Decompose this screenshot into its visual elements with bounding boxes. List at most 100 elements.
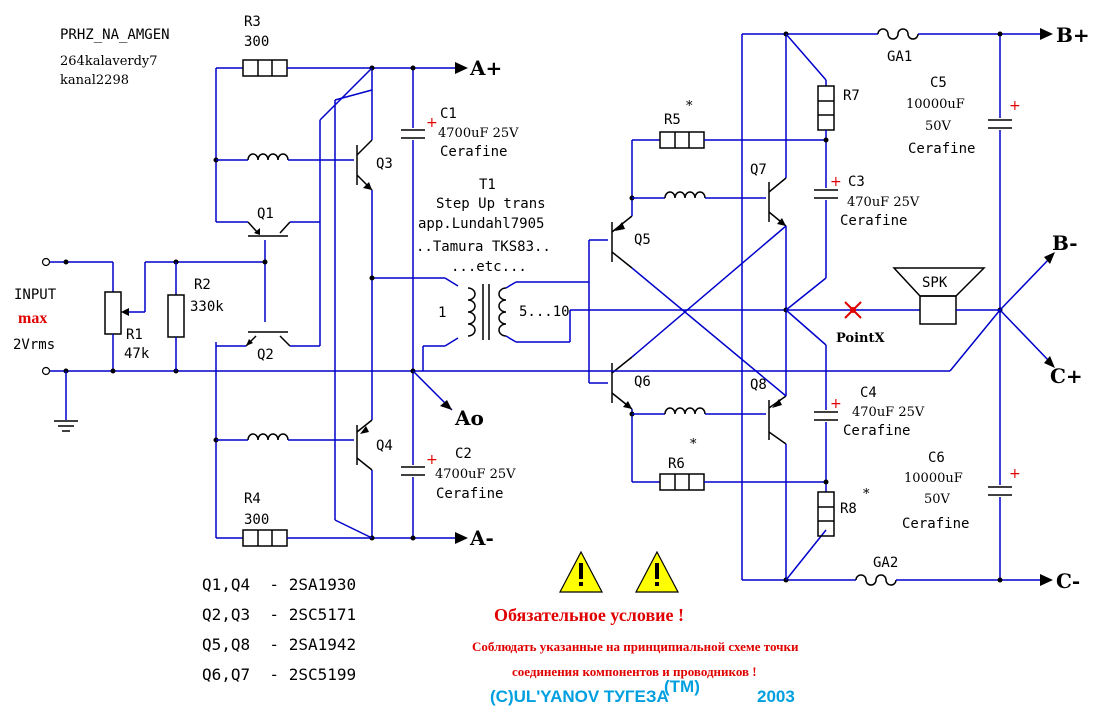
svg-text:+: + <box>426 452 438 468</box>
c1-brand: Cerafine <box>440 144 507 160</box>
pointx-marker <box>844 301 862 319</box>
warning-icon <box>635 550 679 593</box>
c6-voltage: 50V <box>924 492 951 507</box>
q5-label: Q5 <box>634 232 651 248</box>
c5-label: C5 <box>930 75 947 91</box>
c3-label: C3 <box>848 174 865 190</box>
c-minus-arrow <box>1040 574 1053 586</box>
c6-value: 10000uF <box>904 471 963 486</box>
transformer-line-2: app.Lundahl7905 <box>418 216 544 232</box>
r2-value: 330k <box>190 299 224 315</box>
q2-label: Q2 <box>257 347 274 363</box>
rail-a-plus: A+ <box>469 56 502 80</box>
input-max: max <box>18 310 47 327</box>
a-zero-arrow <box>440 400 452 410</box>
header-line-1: PRHZ_NA_AMGEN <box>60 27 170 43</box>
c3-brand: Cerafine <box>840 213 907 229</box>
svg-text:+: + <box>830 174 842 190</box>
input-terminal-hot <box>41 257 51 267</box>
r2-resistor-body <box>167 294 185 338</box>
q8-label: Q8 <box>750 377 767 393</box>
c4-label: C4 <box>860 385 877 401</box>
rail-b-minus: B- <box>1052 231 1078 255</box>
r3-value: 300 <box>244 34 269 50</box>
speaker-label: SPK <box>922 275 948 291</box>
warning-icon <box>559 550 603 593</box>
q4-base-inductor <box>247 433 289 441</box>
c2-label: C2 <box>455 446 472 462</box>
parts-list-item: Q2,Q3 - 2SC5171 <box>202 605 356 624</box>
r7-label: R7 <box>843 88 860 104</box>
input-section: INPUT max 2Vrms R1 47k R2 330k <box>13 257 415 432</box>
q7-base-inductor <box>664 191 706 199</box>
transformer-line-4: ...etc... <box>451 259 527 275</box>
copyright-tm: (TM) <box>664 677 700 696</box>
input-stage: R3 300 A+ R4 300 A- Q3 <box>213 14 519 550</box>
rail-a-minus: A- <box>469 526 494 550</box>
parts-list: Q1,Q4 - 2SA1930 Q2,Q3 - 2SC5171 Q5,Q8 - … <box>202 575 356 684</box>
r8-label: R8 <box>840 501 857 517</box>
c2-value: 4700uF 25V <box>435 467 516 482</box>
r5-label: R5 <box>664 112 681 128</box>
r8-resistor-body <box>817 491 835 537</box>
transformer-primary-coil <box>467 287 476 337</box>
c5-brand: Cerafine <box>908 141 975 157</box>
c2-brand: Cerafine <box>436 486 503 502</box>
r4-value: 300 <box>244 512 269 528</box>
r5-resistor-body <box>659 131 705 149</box>
c3-value: 470uF 25V <box>847 195 920 210</box>
transformer-secondary-ratio: 5...10 <box>519 304 570 320</box>
copyright-year: 2003 <box>757 687 795 706</box>
q8-base-inductor <box>664 407 706 415</box>
q3-base-inductor <box>247 153 289 161</box>
ga1-fuse <box>877 28 919 40</box>
r6-resistor-body <box>659 473 705 491</box>
c1-value: 4700uF 25V <box>438 126 519 141</box>
transformer-line-1: Step Up trans <box>436 196 546 212</box>
rail-b-plus: B+ <box>1056 23 1090 47</box>
r1-label: R1 <box>126 327 143 343</box>
c6-brand: Cerafine <box>902 516 969 532</box>
r6-label: R6 <box>668 456 685 472</box>
copyright-text: (C)UL'YANOV ТУГЕЗА <box>490 687 669 706</box>
q3-label: Q3 <box>376 156 393 172</box>
header-line-3: kanal2298 <box>60 73 129 88</box>
speaker-cone <box>892 267 986 297</box>
transformer-name: T1 <box>479 177 496 193</box>
c4-brand: Cerafine <box>843 423 910 439</box>
r5-star: * <box>686 99 693 114</box>
parts-list-item: Q5,Q8 - 2SA1942 <box>202 635 356 654</box>
r2-label: R2 <box>194 277 211 293</box>
header-line-2: 264kalaverdy7 <box>60 54 158 69</box>
c4-value: 470uF 25V <box>852 405 925 420</box>
r1-value: 47k <box>124 346 150 362</box>
r7-resistor-body <box>817 85 835 131</box>
r1-resistor-body <box>104 291 122 335</box>
q6-label: Q6 <box>634 374 651 390</box>
q7-label: Q7 <box>750 162 767 178</box>
r3-resistor-body <box>242 59 288 77</box>
b-minus-arrow <box>1044 252 1055 264</box>
transformer-t1: 1 5...10 T1 Step Up trans app.Lundahl790… <box>416 177 589 347</box>
svg-text:+: + <box>426 115 438 131</box>
r3-label: R3 <box>244 14 261 30</box>
r4-label: R4 <box>244 491 261 507</box>
b-plus-arrow <box>1040 28 1053 40</box>
a-plus-arrow <box>455 62 468 74</box>
transformer-primary-ratio: 1 <box>438 305 446 321</box>
input-level: 2Vrms <box>13 337 55 353</box>
q4-label: Q4 <box>376 438 393 454</box>
rail-c-plus: C+ <box>1050 364 1083 388</box>
transformer-line-3: ..Tamura TKS83.. <box>416 239 551 255</box>
c5-value: 10000uF <box>906 97 965 112</box>
input-label: INPUT <box>14 287 57 303</box>
warning-title: Обязательное условие ! <box>494 605 684 625</box>
svg-text:+: + <box>830 396 842 412</box>
r6-star: * <box>690 437 697 452</box>
transformer-secondary-coil <box>498 287 507 337</box>
output-stage: Q5 R5 * Q7 Q6 R6 * <box>415 23 1090 593</box>
r1-wiper-arrow <box>121 308 129 316</box>
r8-star: * <box>863 487 870 502</box>
rail-c-minus: C- <box>1056 569 1080 593</box>
